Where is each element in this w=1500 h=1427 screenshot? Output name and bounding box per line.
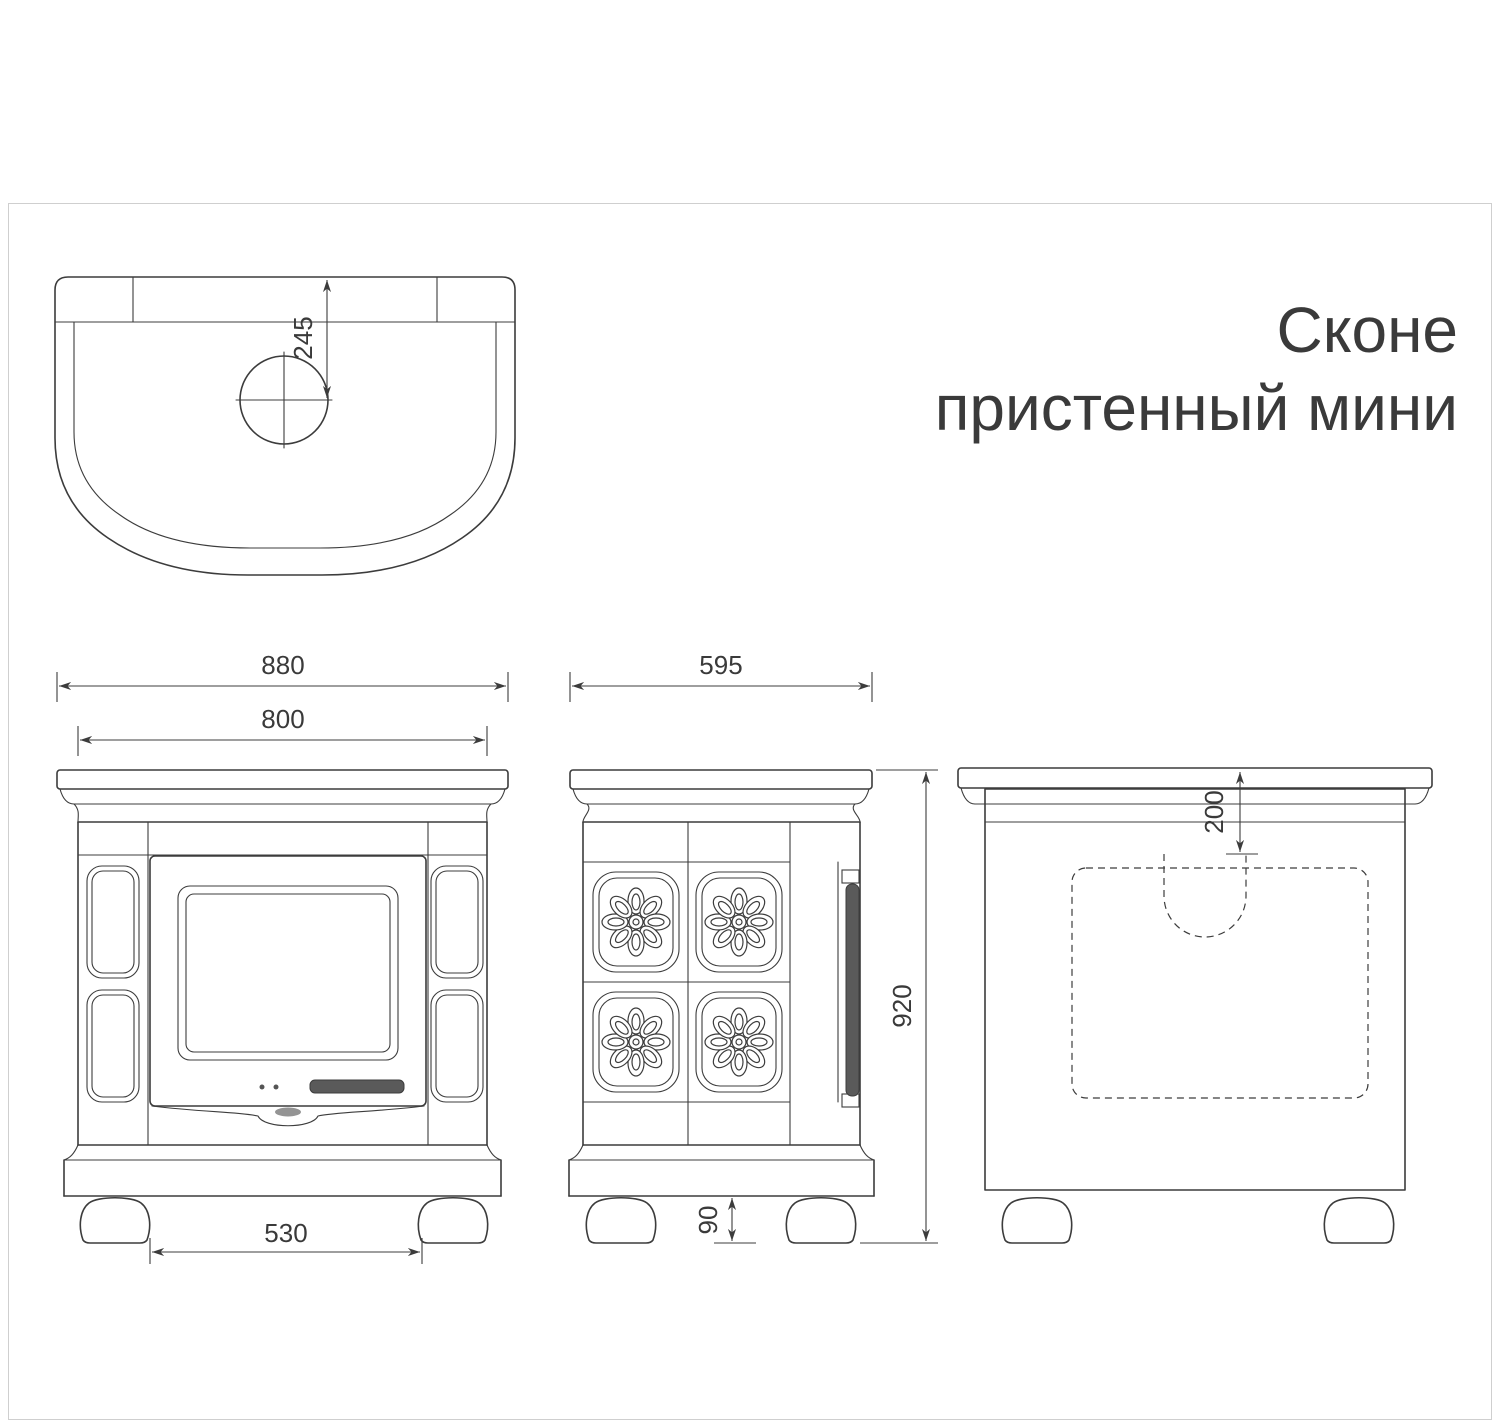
side-body [582, 821, 861, 1146]
back-cornice-slab [957, 767, 1433, 789]
dimension-back-flue-offset: 200 [1199, 772, 1258, 855]
back-cornice-molding [960, 787, 1430, 823]
back-leg-right [1323, 1196, 1395, 1244]
door-glass-inner [185, 893, 391, 1053]
dimension-side-height: 920 [860, 769, 938, 1244]
front-base [63, 1144, 502, 1197]
front-panel-left-bottom [86, 989, 140, 1103]
dim-label-595: 595 [699, 650, 742, 680]
flower-rosette-2 [704, 887, 774, 957]
dimension-front-body-width: 800 [77, 704, 488, 756]
side-door-edge [837, 861, 860, 1108]
door-glass-outer [177, 885, 399, 1061]
top-plan-view: 245 [54, 276, 516, 576]
door-hinge-top [841, 869, 860, 884]
flue-notch-dashed [1163, 854, 1247, 938]
dim-label-530: 530 [264, 1218, 307, 1248]
door-handle-bar [845, 883, 860, 1097]
front-apron [151, 1105, 425, 1127]
front-decorative-panels [86, 865, 484, 1103]
flower-rosette-4 [704, 1007, 774, 1077]
side-cornice [569, 769, 873, 823]
dim-label-200: 200 [1199, 790, 1229, 833]
dim-label-800: 800 [261, 704, 304, 734]
side-view: 595 [568, 650, 938, 1244]
dim-label-90: 90 [693, 1206, 723, 1235]
dimension-front-overall-width: 880 [56, 650, 509, 702]
door-air-control-dot-2 [273, 1084, 279, 1090]
door-frame [149, 855, 427, 1107]
front-panel-left-top [86, 865, 140, 979]
front-panel-right-top [430, 865, 484, 979]
side-leg-front [585, 1196, 657, 1244]
dimension-top-flue-offset: 245 [288, 280, 332, 398]
front-view: 880 800 [56, 650, 509, 1264]
front-panel-right-bottom [430, 989, 484, 1103]
back-view: 200 [957, 767, 1433, 1244]
side-leg-back [785, 1196, 857, 1244]
dim-label-245: 245 [288, 316, 318, 359]
back-internal-outline [1071, 854, 1369, 1099]
flower-rosette-1 [601, 887, 671, 957]
dimension-side-leg-height: 90 [693, 1195, 756, 1244]
page-frame [8, 203, 1492, 1420]
brand-emblem [275, 1107, 301, 1117]
front-leg-left [79, 1196, 151, 1244]
flue-outlet [235, 351, 333, 449]
top-view-tile-band [54, 276, 516, 323]
dim-label-880: 880 [261, 650, 304, 680]
title-line-1: Сконе [1277, 294, 1458, 366]
drawing-title: Сконе пристенный мини [935, 294, 1458, 444]
dimension-side-depth: 595 [569, 650, 873, 702]
dimension-front-leg-span: 530 [149, 1218, 423, 1264]
front-leg-right [417, 1196, 489, 1244]
top-view-inner-outline [73, 321, 497, 549]
back-legs [1001, 1196, 1395, 1244]
top-view-outer-outline [54, 276, 516, 576]
back-leg-left [1001, 1196, 1073, 1244]
flower-rosette-3 [601, 1007, 671, 1077]
side-base [568, 1144, 875, 1197]
title-line-2: пристенный мини [935, 372, 1458, 444]
front-cornice [56, 769, 509, 823]
firebox-door [149, 855, 427, 1107]
dim-label-920: 920 [887, 984, 917, 1027]
back-panel [984, 788, 1406, 1191]
door-air-control-dot-1 [259, 1084, 265, 1090]
door-handle [309, 1079, 405, 1094]
front-body [77, 821, 488, 1146]
